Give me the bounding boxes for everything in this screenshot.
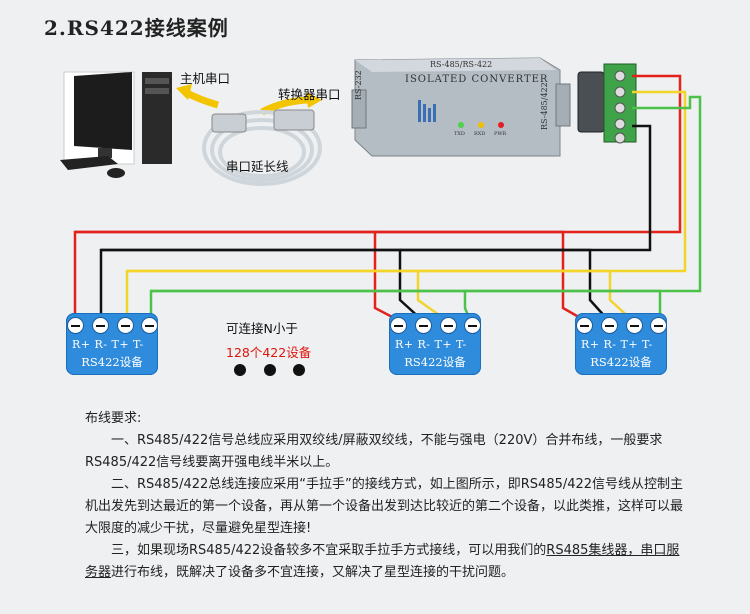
ellipsis-dot	[264, 364, 276, 376]
db9-plug	[273, 109, 315, 131]
wiring-requirements: 布线要求: 一、RS485/422信号总线应采用双绞线/屏蔽双绞线，不能与强电（…	[85, 408, 685, 584]
device-pins: R+ R- T+ T-	[395, 338, 467, 351]
converter-model: RS-485/RS-422	[430, 60, 493, 69]
note-3: 三，如果现场RS485/422设备较多不宜采取手拉手方式接线，可以用我们的RS4…	[85, 540, 685, 584]
ellipsis-dot	[234, 364, 246, 376]
note-2: 二、RS485/422总线连接应采用“手拉手”的接线方式，如上图所示，即RS48…	[85, 477, 684, 536]
terminal-screw-icon	[626, 317, 643, 334]
device-name: RS422设备	[404, 355, 466, 369]
notes-heading: 布线要求:	[85, 411, 142, 426]
rs422-device-1: R+ R- T+ T- RS422设备	[66, 313, 158, 375]
rs422-device-3: R+ R- T+ T- RS422设备	[575, 313, 667, 375]
rs232-port-label: RS-232	[354, 70, 363, 100]
terminal-screw-icon	[576, 317, 593, 334]
led-rxd-label: RXD	[474, 131, 486, 137]
rs485-port-label: RS-485/422	[540, 82, 549, 130]
terminal-screw-icon	[67, 317, 84, 334]
terminal-screw-icon	[440, 317, 457, 334]
terminal-screw-icon	[117, 317, 134, 334]
device-name: RS422设备	[81, 355, 143, 369]
terminal-screw-icon	[141, 317, 158, 334]
db9-plug	[211, 113, 247, 133]
terminal-screw-icon	[464, 317, 481, 334]
terminal-screw-icon	[92, 317, 109, 334]
terminal-screw-icon	[415, 317, 432, 334]
terminal-screw-icon	[390, 317, 407, 334]
wire-black	[99, 124, 652, 321]
device-count-label: 128个422设备	[226, 345, 312, 360]
converter-name: ISOLATED CONVERTER	[405, 74, 549, 85]
device-name: RS422设备	[590, 355, 652, 369]
device-pins: R+ R- T+ T-	[581, 338, 653, 351]
terminal-screw-icon	[601, 317, 618, 334]
computer-icon	[60, 71, 172, 178]
can-connect-label: 可连接N小于	[226, 321, 298, 336]
hub-link[interactable]: RS485集线器，串口服务器	[85, 543, 680, 580]
rs422-device-2: R+ R- T+ T- RS422设备	[389, 313, 481, 375]
note-3-pre: 三，如果现场RS485/422设备较多不宜采取手拉手方式接线，可以用我们的	[111, 543, 547, 558]
page-title: 2.RS422接线案例	[44, 16, 229, 40]
converter-port-label: 转换器串口	[278, 87, 341, 102]
led-pwr-label: PWR	[494, 131, 507, 137]
host-port-label: 主机串口	[180, 71, 231, 86]
terminal-screw-icon	[650, 317, 667, 334]
converter-logo	[418, 100, 436, 122]
db9-connector	[577, 71, 605, 133]
extension-cable	[202, 110, 322, 186]
device-pins: R+ R- T+ T-	[72, 338, 144, 351]
extension-cable-label: 串口延长线	[226, 159, 289, 174]
ellipsis-dot	[293, 364, 305, 376]
wire-yellow	[125, 90, 687, 322]
note-1: 一、RS485/422信号总线应采用双绞线/屏蔽双绞线，不能与强电（220V）合…	[85, 433, 663, 470]
led-txd-label: TXD	[454, 131, 465, 137]
note-3-post: 进行布线，既解决了设备多不宜连接，又解决了星型连接的干扰问题。	[111, 565, 515, 580]
arrow-icon	[183, 88, 219, 109]
